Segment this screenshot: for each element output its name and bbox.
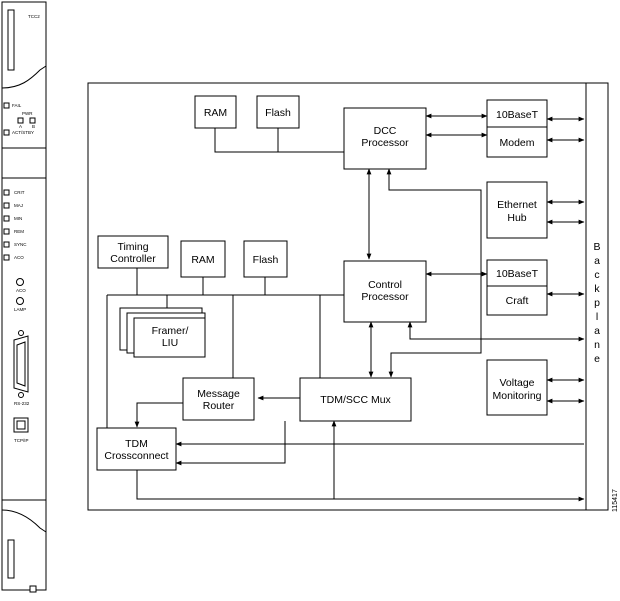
led-sync-icon <box>3 241 10 248</box>
svg-text:a: a <box>594 255 600 267</box>
pwr-b-label: B <box>32 124 35 129</box>
svg-text:Modem: Modem <box>499 137 534 149</box>
svg-text:c: c <box>594 269 599 281</box>
svg-text:Message: Message <box>197 388 240 400</box>
bottom-ejector-curve <box>1 509 47 533</box>
tcpip-port-icon <box>13 417 29 433</box>
alarm-led-column: CRIT MAJ MIN REM SYNC ACO <box>3 189 27 261</box>
voltage-monitoring-block: Voltage Monitoring <box>486 359 548 416</box>
svg-text:Timing: Timing <box>117 241 148 253</box>
led-aco-label: ACO <box>14 255 24 260</box>
svg-text:e: e <box>594 353 600 365</box>
svg-text:TDM/SCC Mux: TDM/SCC Mux <box>320 394 391 406</box>
svg-text:a: a <box>594 325 600 337</box>
bottom-latch-slot <box>7 539 15 579</box>
svg-text:RAM: RAM <box>191 254 214 266</box>
svg-text:Controller: Controller <box>110 253 156 265</box>
svg-text:B: B <box>593 241 600 253</box>
10baset-modem-block: 10BaseT Modem <box>486 99 548 158</box>
svg-text:n: n <box>594 339 600 351</box>
svg-text:RAM: RAM <box>204 107 227 119</box>
svg-text:Flash: Flash <box>253 254 279 266</box>
pwr-a-led-icon <box>17 117 24 124</box>
led-crit-label: CRIT <box>14 190 25 195</box>
pwr-b-led-icon <box>29 117 36 124</box>
flash-block-bottom: Flash <box>243 240 288 278</box>
framer-liu-block: Framer/ LIU <box>119 307 206 358</box>
led-sync-label: SYNC <box>14 242 27 247</box>
message-router-block: Message Router <box>182 377 255 421</box>
dcc-processor-block: DCC Processor <box>343 107 427 170</box>
led-fail-label: FAIL <box>12 103 22 108</box>
figure-id: 115417 <box>612 489 619 512</box>
svg-text:Processor: Processor <box>361 291 409 303</box>
top-latch-slot <box>7 9 15 71</box>
tcc2-card-faceplate: TCC2 FAIL PWR A B ACT/STBY CRIT MAJ MIN … <box>1 1 47 593</box>
rs232-label: RS-232 <box>14 401 30 406</box>
svg-text:Crossconnect: Crossconnect <box>104 450 168 462</box>
ram-block-top: RAM <box>194 95 237 129</box>
svg-text:Hub: Hub <box>507 212 526 224</box>
rs232-connector-icon <box>13 330 29 398</box>
led-maj-icon <box>3 202 10 209</box>
svg-text:Framer/: Framer/ <box>152 325 189 337</box>
svg-text:Router: Router <box>203 400 235 412</box>
led-act-stby-label: ACT/STBY <box>12 130 34 135</box>
card-outline <box>1 1 47 591</box>
led-min-label: MIN <box>14 216 22 221</box>
backplane-label: B a c k p l a n e <box>593 241 600 365</box>
led-crit-icon <box>3 189 10 196</box>
svg-text:DCC: DCC <box>374 125 397 137</box>
svg-text:LIU: LIU <box>162 337 178 349</box>
connector-lines <box>106 113 585 502</box>
svg-text:Voltage: Voltage <box>499 377 534 389</box>
timing-controller-block: Timing Controller <box>97 235 169 269</box>
top-ejector-curve <box>1 65 47 89</box>
svg-text:Flash: Flash <box>265 107 291 119</box>
10baset-craft-block: 10BaseT Craft <box>486 259 548 316</box>
ethernet-hub-block: Ethernet Hub <box>486 181 548 239</box>
led-aco-icon <box>3 254 10 261</box>
svg-text:TDM: TDM <box>125 438 148 450</box>
card-screw-icon <box>29 585 37 593</box>
led-maj-label: MAJ <box>14 203 23 208</box>
tdm-scc-mux-block: TDM/SCC Mux <box>299 377 412 422</box>
lamp-button-icon <box>16 297 24 305</box>
svg-text:Control: Control <box>368 279 402 291</box>
svg-text:10BaseT: 10BaseT <box>496 268 539 280</box>
svg-text:Ethernet: Ethernet <box>497 199 537 211</box>
card-name: TCC2 <box>28 14 40 19</box>
ram-block-bottom: RAM <box>180 240 226 278</box>
led-rem-icon <box>3 228 10 235</box>
control-processor-block: Control Processor <box>343 260 427 323</box>
flash-block-top: Flash <box>256 95 300 129</box>
led-fail-icon <box>3 102 10 109</box>
pwr-a-label: A <box>19 124 22 129</box>
led-min-icon <box>3 215 10 222</box>
lamp-button-label: LAMP <box>14 307 26 312</box>
tcpip-label: TCP/IP <box>14 438 29 443</box>
pwr-label: PWR <box>22 111 33 116</box>
svg-text:Monitoring: Monitoring <box>492 390 541 402</box>
aco-button-icon <box>16 278 24 286</box>
svg-text:p: p <box>594 297 600 309</box>
tdm-crossconnect-block: TDM Crossconnect <box>96 427 177 471</box>
svg-text:Processor: Processor <box>361 137 409 149</box>
led-rem-label: REM <box>14 229 24 234</box>
svg-text:Craft: Craft <box>506 295 529 307</box>
svg-text:l: l <box>596 311 598 323</box>
svg-text:k: k <box>594 283 600 295</box>
svg-text:10BaseT: 10BaseT <box>496 109 539 121</box>
aco-button-label: ACO <box>16 288 26 293</box>
led-act-stby-icon <box>3 129 10 136</box>
